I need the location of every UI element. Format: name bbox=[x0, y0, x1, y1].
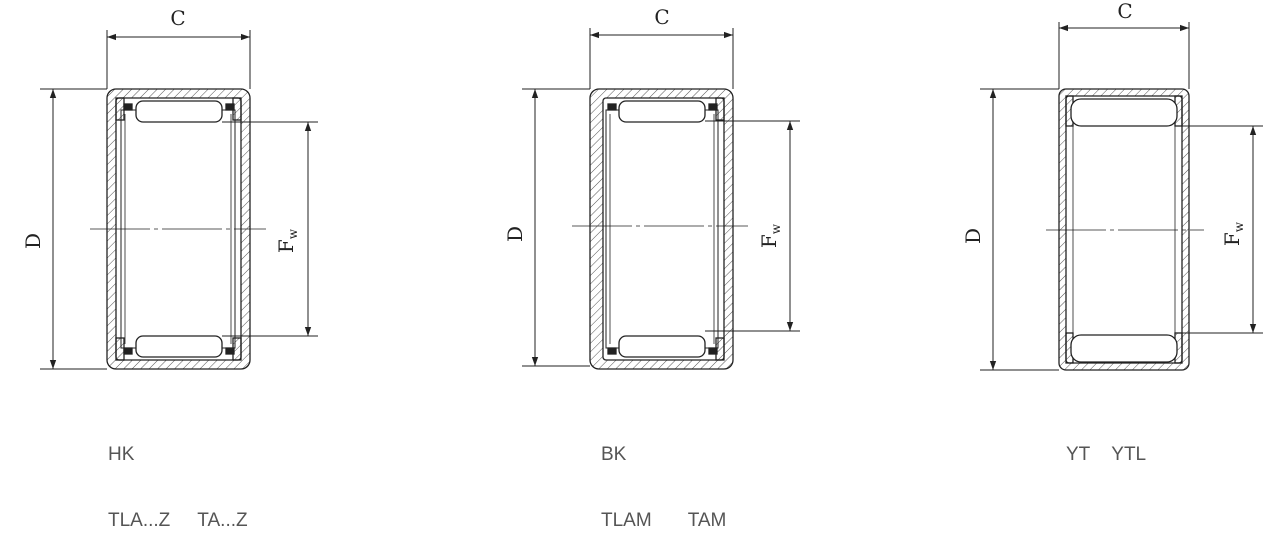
needle-roller-bottom bbox=[1070, 334, 1178, 363]
caption-closed-end: BK TLAM TAM bbox=[601, 400, 726, 554]
svg-text:Fw: Fw bbox=[757, 223, 783, 248]
dim-d-label: D bbox=[961, 228, 985, 244]
caption-row: TLA...Z TA...Z bbox=[108, 510, 248, 532]
shell-bore bbox=[602, 97, 725, 361]
caption-row: YT YTL bbox=[1066, 444, 1146, 466]
left-lip-top bbox=[115, 97, 125, 121]
dim-fw-sub: w bbox=[1232, 221, 1246, 232]
dimensions-open-end bbox=[40, 30, 318, 370]
dim-fw-label: Fw bbox=[274, 228, 300, 253]
dim-c-label: C bbox=[654, 5, 669, 29]
caption-line: TLAM bbox=[601, 510, 652, 531]
needle-roller-top bbox=[1070, 98, 1178, 127]
dim-fw-label: Fw bbox=[757, 223, 783, 248]
caption-line: TAM bbox=[687, 510, 727, 531]
shell-bore bbox=[1065, 95, 1183, 364]
dim-fw-sub: w bbox=[769, 223, 783, 234]
bearing-closed-end bbox=[572, 88, 748, 370]
svg-text:Fw: Fw bbox=[1220, 221, 1246, 246]
svg-text:Fw: Fw bbox=[274, 228, 300, 253]
caption-line: YT bbox=[1066, 444, 1091, 465]
dim-fw-sub: w bbox=[286, 228, 300, 239]
bearing-open-end bbox=[90, 88, 266, 370]
caption-line: YTL bbox=[1111, 444, 1147, 465]
dim-d-label: D bbox=[503, 226, 527, 242]
needle-roller-top bbox=[135, 100, 223, 123]
dim-fw-main: F bbox=[757, 234, 781, 248]
dim-c-label: C bbox=[170, 6, 185, 30]
caption-line: TA...Z bbox=[197, 510, 248, 531]
bearing-cross-sections: C D Fw C D Fw bbox=[21, 0, 1263, 371]
needle-roller-bottom bbox=[618, 335, 706, 358]
needle-roller-bottom bbox=[135, 335, 223, 358]
dimensions-closed-end bbox=[522, 28, 800, 367]
bearing-diagram-sheet: C D Fw C D Fw bbox=[21, 0, 1263, 531]
dim-c-label: C bbox=[1117, 0, 1132, 23]
caption-line: BK bbox=[601, 444, 627, 465]
caption-line: HK bbox=[108, 444, 135, 465]
caption-row: TLAM TAM bbox=[601, 510, 726, 532]
dim-fw-main: F bbox=[1220, 232, 1244, 246]
dim-fw-main: F bbox=[274, 239, 298, 253]
caption-full-complement: YT YTL bbox=[1066, 400, 1146, 488]
needle-roller-top bbox=[618, 100, 706, 123]
caption-line: TLA...Z bbox=[108, 510, 171, 531]
dim-d-label: D bbox=[21, 233, 45, 249]
dim-fw-label: Fw bbox=[1220, 221, 1246, 246]
left-lip-bottom bbox=[115, 337, 125, 361]
dimensions-full-complement bbox=[980, 22, 1263, 371]
bearing-full-complement bbox=[1046, 88, 1204, 371]
caption-open-end: HK TLA...Z TA...Z bbox=[108, 400, 248, 554]
